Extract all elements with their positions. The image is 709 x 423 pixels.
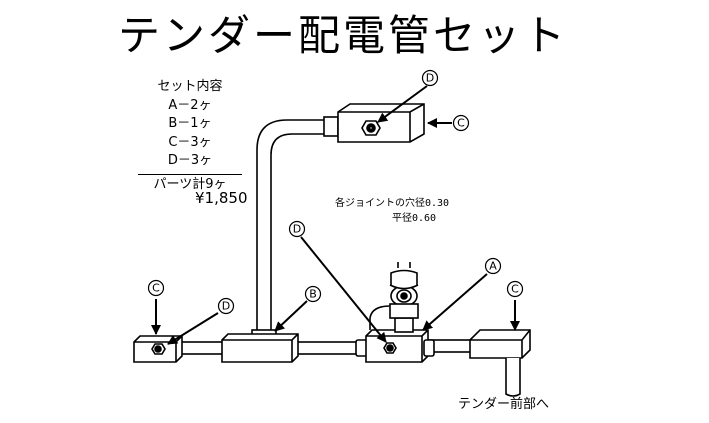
callout-a-arrow — [422, 273, 488, 331]
callout-d-top-arrow — [377, 85, 428, 123]
callout-c-top: C — [452, 114, 470, 132]
parts-list-item-b: B－1ヶ — [168, 116, 212, 131]
price: ¥1,850 — [195, 189, 248, 207]
parts-list-total: パーツ計9ヶ — [138, 173, 242, 195]
callout-d-left: D — [217, 297, 235, 315]
svg-text:D: D — [426, 72, 434, 85]
svg-text:C: C — [457, 117, 465, 130]
callout-d-mid: D — [288, 220, 306, 238]
callout-d-top: D — [421, 69, 439, 87]
callout-c-right: C — [506, 280, 524, 298]
svg-text:C: C — [152, 282, 160, 295]
svg-text:B: B — [309, 288, 317, 301]
b-joint-block — [221, 333, 299, 363]
top-joint-block — [323, 103, 425, 143]
callout-b-arrow — [274, 300, 308, 332]
callout-a: A — [484, 257, 502, 275]
svg-text:C: C — [511, 283, 519, 296]
page-title: テンダー配電管セット — [118, 11, 569, 60]
parts-list-item-a: A－2ヶ — [168, 97, 212, 113]
right-elbow-block — [469, 329, 531, 397]
callout-d-mid-arrow — [300, 236, 387, 343]
callout-b: B — [304, 285, 322, 303]
a-joint-block — [355, 329, 435, 363]
parts-list: セット内容 A－2ヶ B－1ヶ C－3ヶ D－3ヶ パーツ計9ヶ — [138, 78, 242, 194]
callout-d-left-arrow — [167, 312, 219, 345]
parts-list-item-d: D－3ヶ — [167, 153, 213, 168]
joint-hole-note: 各ジョイントの穴径0.30 — [335, 198, 450, 209]
parts-list-item-c: C－3ヶ — [168, 134, 212, 150]
flat-hole-note: 平径0.60 — [392, 213, 437, 224]
valve-assembly — [369, 262, 419, 333]
destination-label: テンダー前部へ — [458, 397, 550, 412]
svg-text:D: D — [222, 300, 230, 313]
svg-text:D: D — [293, 223, 301, 236]
parts-list-heading: セット内容 — [157, 79, 223, 94]
callout-c-left: C — [147, 279, 165, 297]
svg-text:A: A — [489, 260, 497, 273]
